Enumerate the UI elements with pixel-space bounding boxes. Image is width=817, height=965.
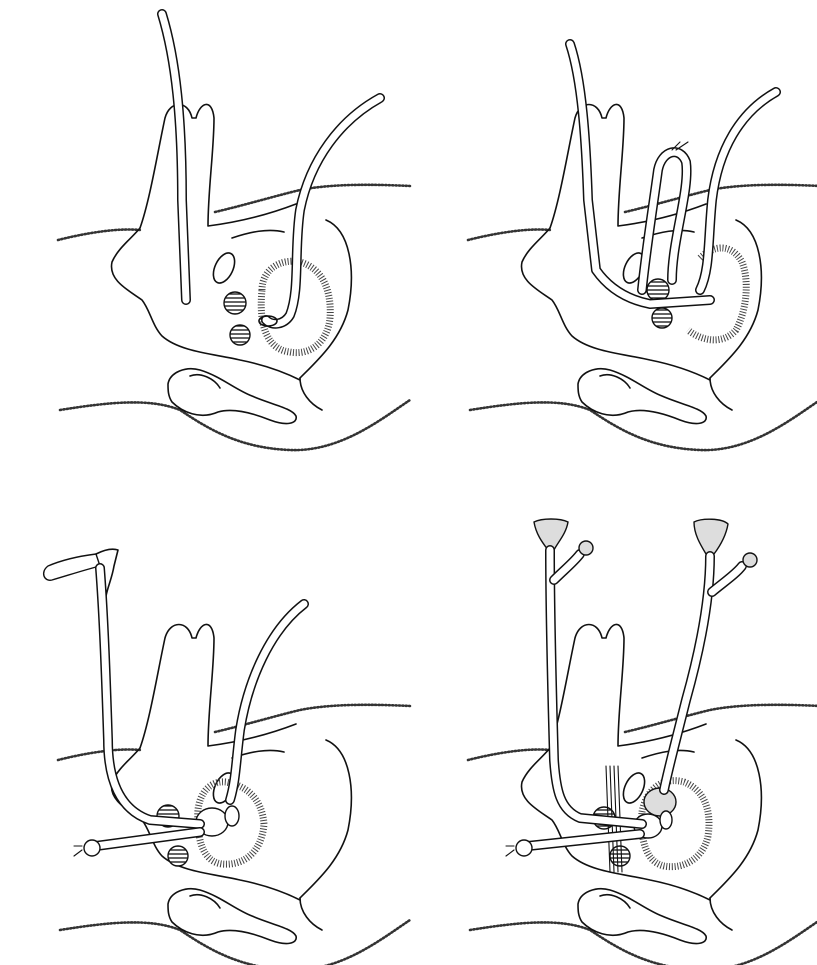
catheter-left [550,550,642,824]
panel-2 [468,44,817,450]
funnel-right [694,519,728,554]
hatched-node [647,279,669,301]
pelvis-anatomy [58,104,410,450]
panel-1 [58,14,410,450]
balloon-tip [225,806,239,826]
bulb-right [743,553,757,567]
catheter-right [266,98,380,324]
balloon-tip [660,811,672,829]
skin-button [84,840,100,856]
panel-3 [44,549,410,965]
hatched-node [230,325,250,345]
bulb-left [579,541,593,555]
hatched-node [652,308,672,328]
catheter-right [230,604,304,800]
bladder-wall [688,248,746,340]
hatched-node [168,846,188,866]
pelvis-anatomy [468,624,817,965]
hatched-node [224,292,246,314]
panel-4 [468,519,817,965]
funnel-end [44,554,100,580]
skin-button [516,840,532,856]
